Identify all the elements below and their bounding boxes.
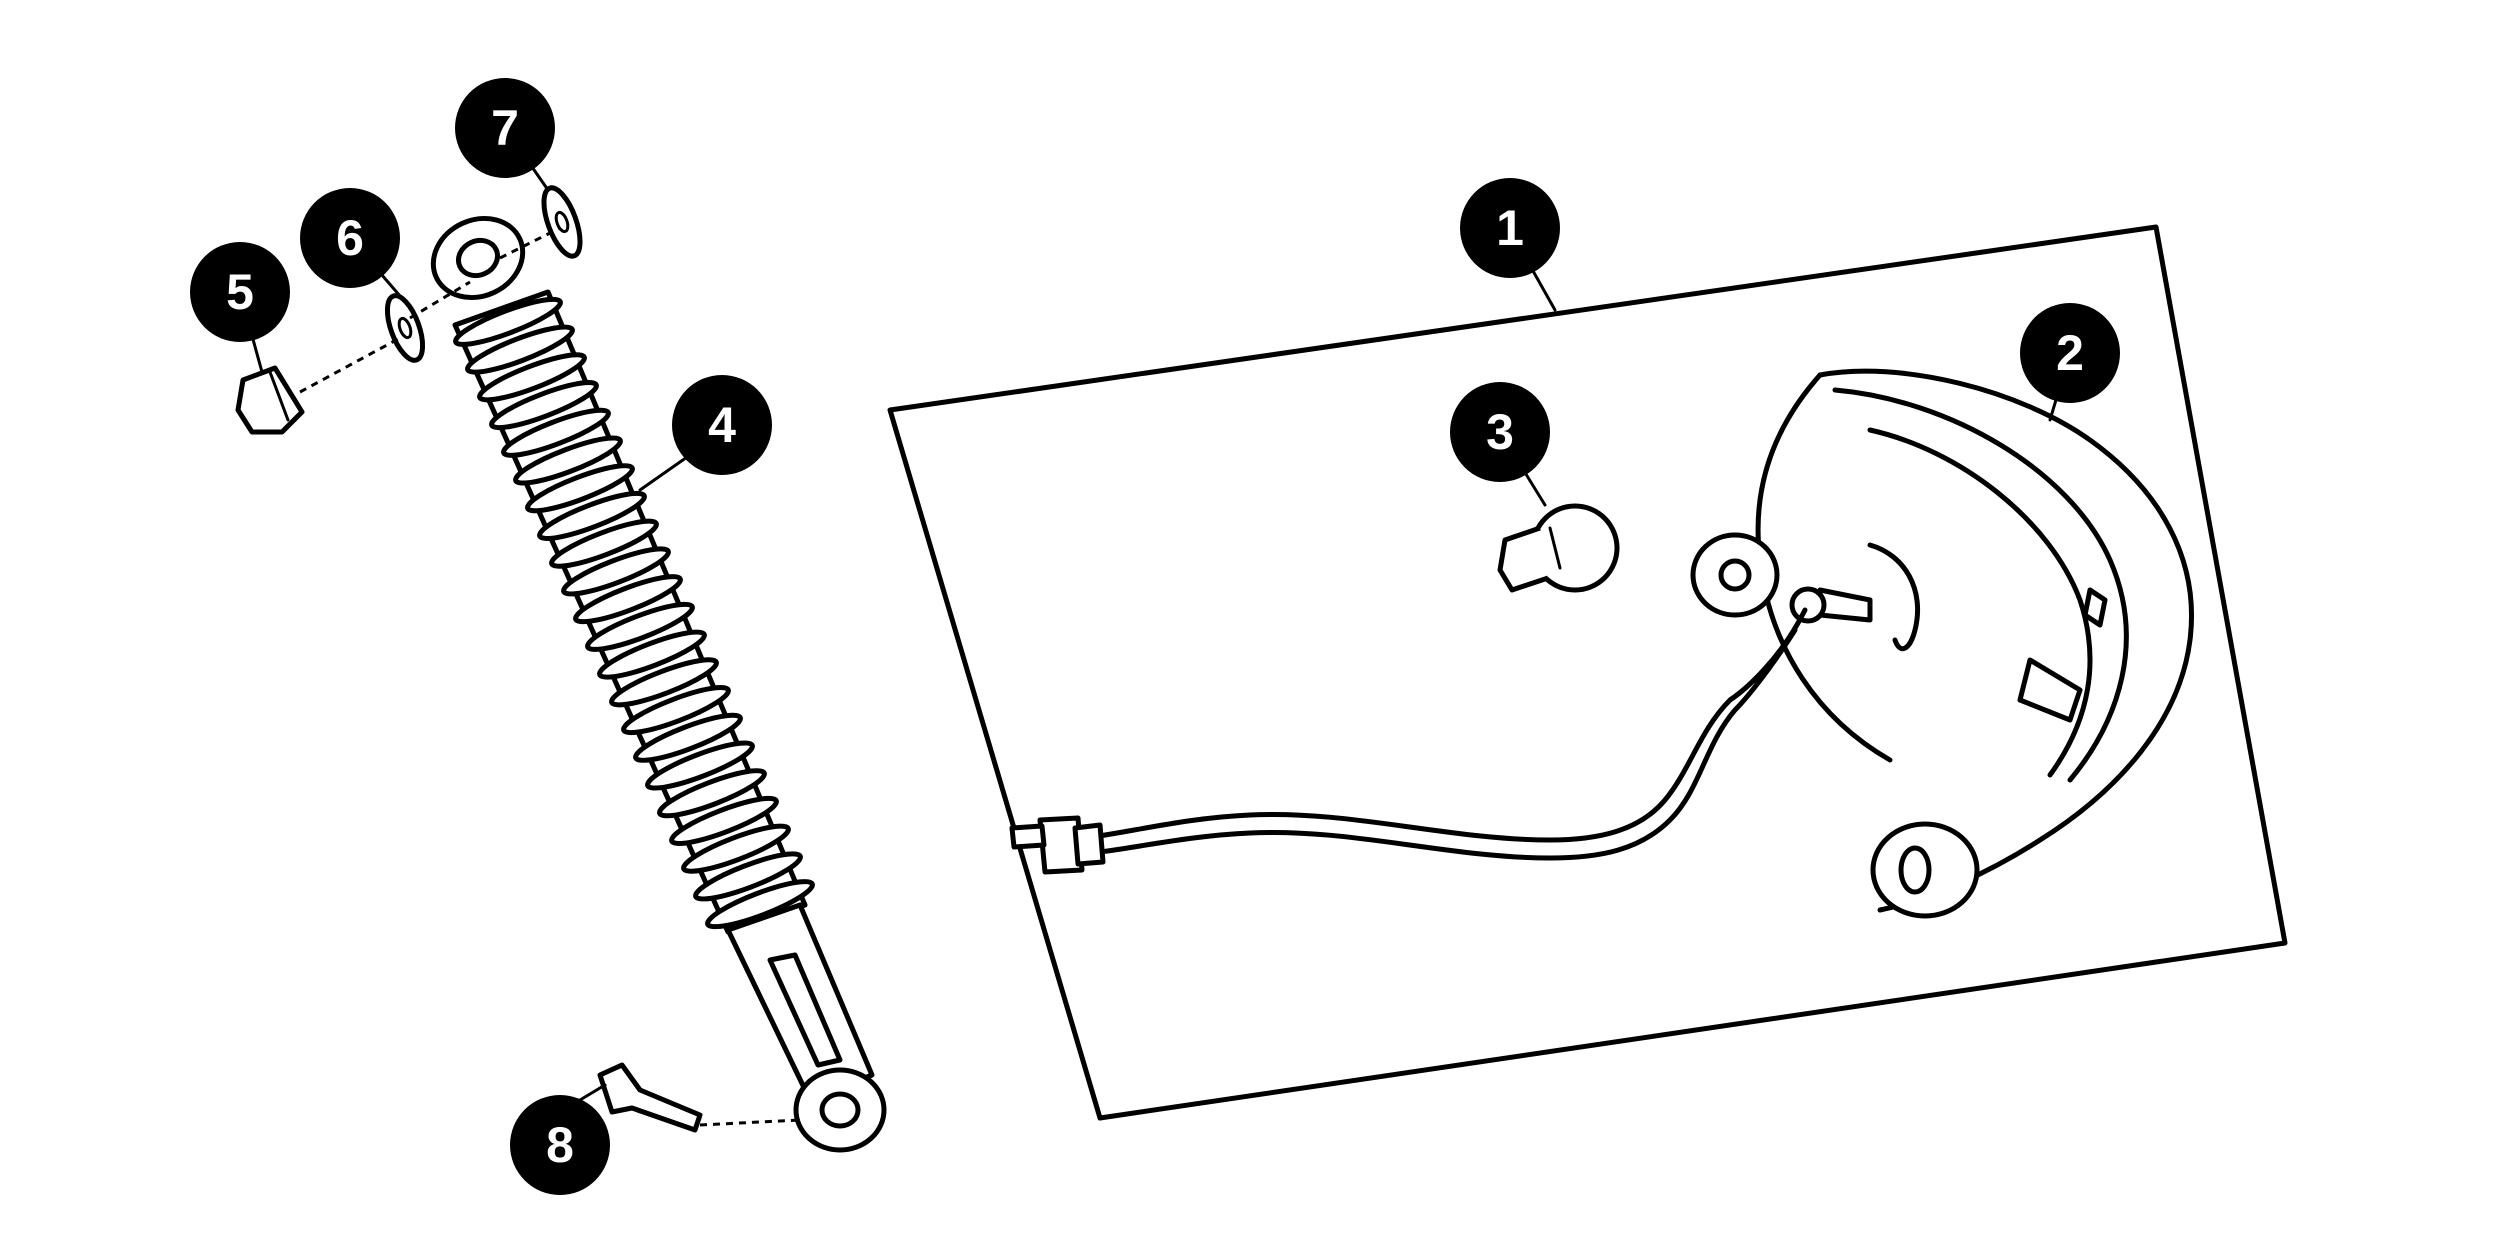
- callout-5: 5: [190, 242, 290, 342]
- callout-3-label: 3: [1486, 404, 1514, 460]
- callout-6-label: 6: [336, 210, 364, 266]
- spring-coil: [549, 518, 659, 569]
- callout-2-label: 2: [2056, 325, 2084, 381]
- callout-7: 7: [455, 78, 555, 178]
- spring-coil: [537, 490, 647, 541]
- bulb-part: [1497, 503, 1620, 593]
- spring-coil: [453, 296, 563, 347]
- assembly-line-bolt: [699, 1118, 801, 1127]
- spring-coil: [669, 795, 779, 846]
- kit-box-outline: [887, 224, 2288, 1121]
- spring-coil: [513, 435, 623, 486]
- spring-coil: [681, 823, 791, 874]
- spring-coil: [705, 879, 815, 930]
- callout-6: 6: [300, 188, 400, 288]
- callout-4: 4: [672, 375, 772, 475]
- spring-coil: [573, 574, 683, 625]
- spring-coil: [621, 685, 731, 736]
- spring-coil: [597, 629, 707, 680]
- callout-8: 8: [510, 1095, 610, 1195]
- callout-2: 2: [2020, 303, 2120, 403]
- spring-coil: [501, 407, 611, 458]
- spring-coil: [525, 463, 635, 514]
- callout-8-label: 8: [546, 1117, 574, 1173]
- bolt-part: [597, 1062, 703, 1133]
- spring-coil: [561, 546, 671, 597]
- tail-light-housing: [1690, 368, 2194, 919]
- wire-harness: [1009, 607, 1808, 875]
- spring-coil: [465, 324, 575, 375]
- spring-coil: [645, 740, 755, 791]
- callout-1-label: 1: [1496, 200, 1524, 256]
- nut-part: [235, 365, 305, 435]
- spring-coil: [693, 851, 803, 902]
- spring-coil: [477, 352, 587, 403]
- callout-1: 1: [1460, 178, 1560, 278]
- spring-coil: [609, 657, 719, 708]
- callout-5-label: 5: [226, 264, 254, 320]
- assembly-line-top: [409, 226, 561, 320]
- assembly-line-nut: [299, 336, 401, 394]
- callout-4-label: 4: [708, 397, 736, 453]
- spring-coil: [489, 380, 599, 431]
- spring-coil: [657, 768, 767, 819]
- spring-coil: [633, 712, 743, 763]
- washer-part-6: [384, 293, 426, 363]
- callout-7-label: 7: [491, 100, 519, 156]
- spring-coil: [585, 601, 695, 652]
- shock-absorber: [430, 215, 887, 1153]
- washer-part-7: [541, 185, 583, 259]
- callout-3: 3: [1450, 382, 1550, 482]
